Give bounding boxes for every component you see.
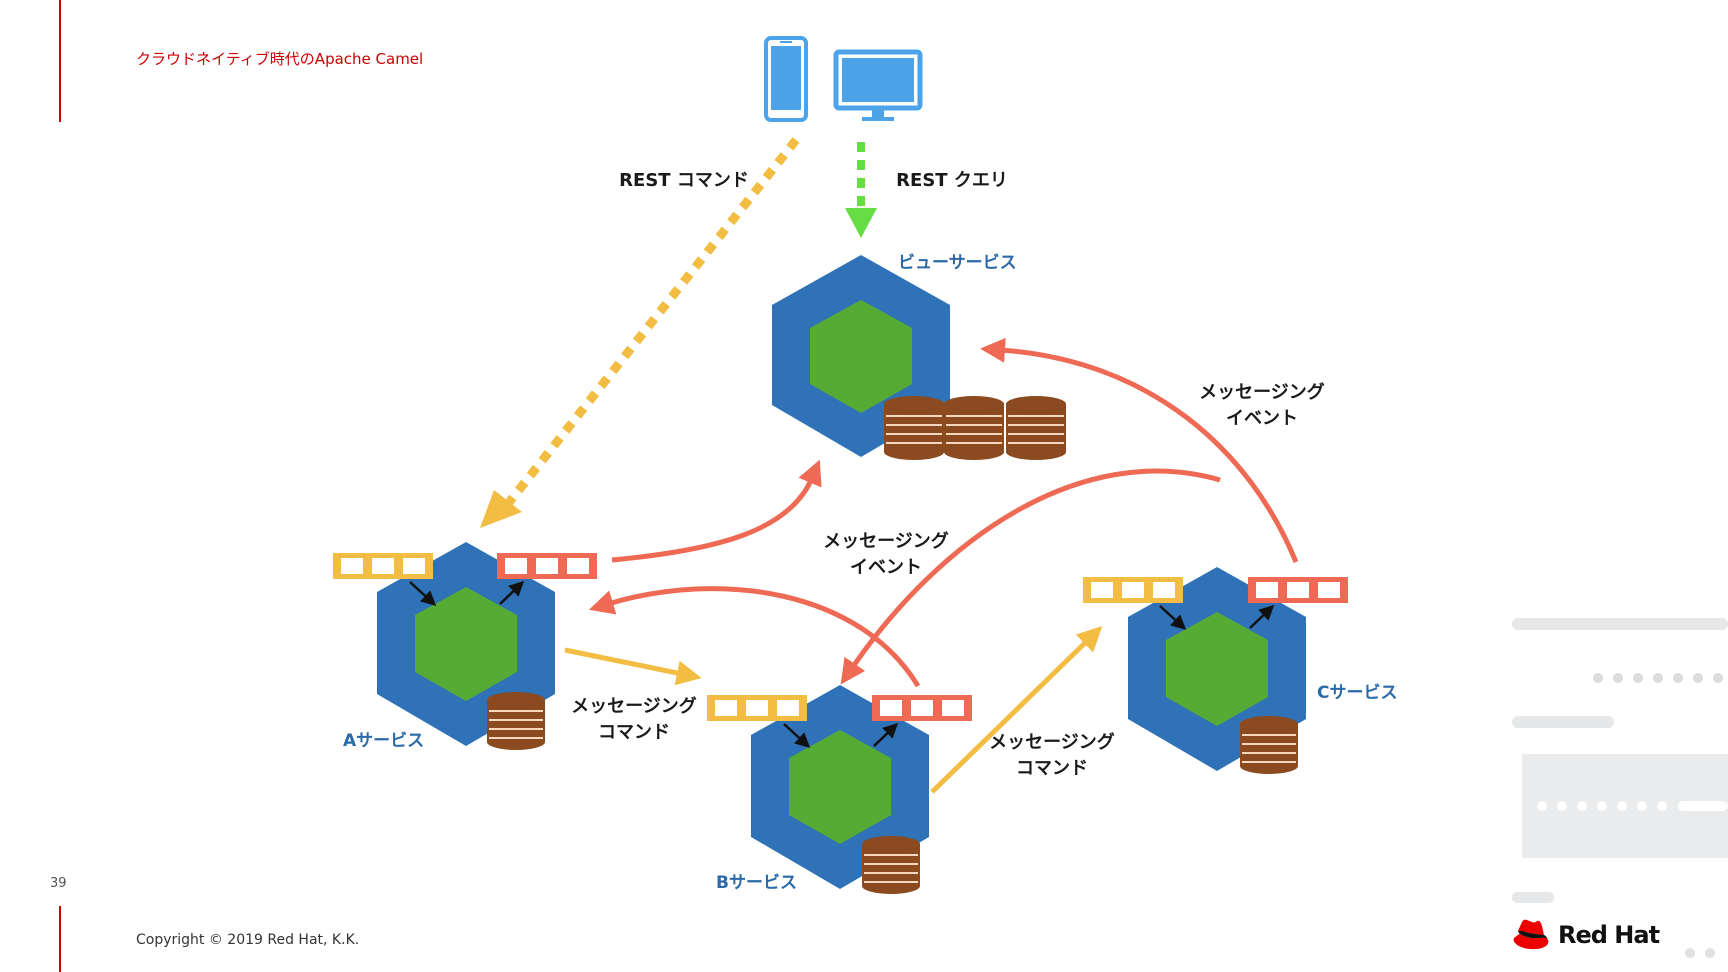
event-arrow-c-to-view	[980, 337, 1299, 563]
rest-command-arrowhead	[480, 490, 522, 528]
desktop-icon	[833, 49, 923, 121]
copyright-text: Copyright © 2019 Red Hat, K.K.	[136, 932, 360, 948]
view-service	[772, 255, 1066, 460]
b-service-input-queue	[707, 695, 807, 721]
command-arrow-b-to-c	[930, 626, 1103, 794]
event-top-label-line1: メッセージング	[1199, 381, 1325, 403]
c-service-input-queue	[1083, 577, 1183, 603]
command-bc-label-line2: コマンド	[1016, 758, 1088, 779]
command-ab-label-line2: コマンド	[598, 722, 670, 743]
view-service-label: ビューサービス	[898, 253, 1017, 273]
event-arrow-a-to-view	[611, 459, 822, 563]
red-hat-logo: Red Hat	[1510, 918, 1660, 952]
rest-command-label: REST コマンド	[619, 170, 749, 191]
c-service	[1083, 567, 1348, 774]
a-service-label: Aサービス	[343, 731, 424, 751]
slide-number: 39	[50, 876, 67, 891]
top-red-line	[59, 0, 61, 122]
event-mid-label-line1: メッセージング	[823, 530, 949, 552]
red-hat-icon	[1513, 919, 1549, 950]
c-service-label: Cサービス	[1317, 683, 1397, 703]
slide-title: クラウドネイティブ時代のApache Camel	[136, 50, 424, 68]
rest-query-arrowhead	[845, 208, 877, 238]
brand-name: Red Hat	[1558, 921, 1660, 949]
command-ab-label-line1: メッセージング	[571, 695, 697, 717]
c-service-hex-inner	[1166, 612, 1268, 726]
view-service-hex-inner	[810, 300, 912, 413]
a-service-db-icon	[487, 692, 545, 750]
rest-command-arrow	[499, 137, 800, 513]
b-service-db-icon	[862, 836, 920, 894]
bottom-red-line	[59, 906, 61, 972]
b-service-label: Bサービス	[716, 873, 797, 893]
phone-icon	[764, 36, 808, 122]
event-top-label-line2: イベント	[1226, 408, 1298, 429]
event-mid-label-line2: イベント	[850, 557, 922, 578]
command-bc-label-line1: メッセージング	[989, 731, 1115, 753]
b-service-hex-inner	[789, 730, 891, 844]
a-service-output-queue	[497, 553, 597, 579]
event-arrow-c-to-b	[840, 468, 1221, 685]
a-service	[333, 542, 597, 750]
a-service-hex-inner	[415, 587, 517, 701]
c-service-db-icon	[1240, 716, 1298, 774]
view-service-db-icons	[884, 396, 1066, 460]
a-service-input-queue	[333, 553, 433, 579]
c-service-output-queue	[1248, 577, 1348, 603]
command-arrow-a-to-b	[564, 647, 702, 686]
rest-query-label: REST クエリ	[896, 170, 1008, 191]
event-arrow-b-to-a	[588, 586, 921, 688]
b-service-output-queue	[872, 695, 972, 721]
b-service	[707, 685, 972, 894]
